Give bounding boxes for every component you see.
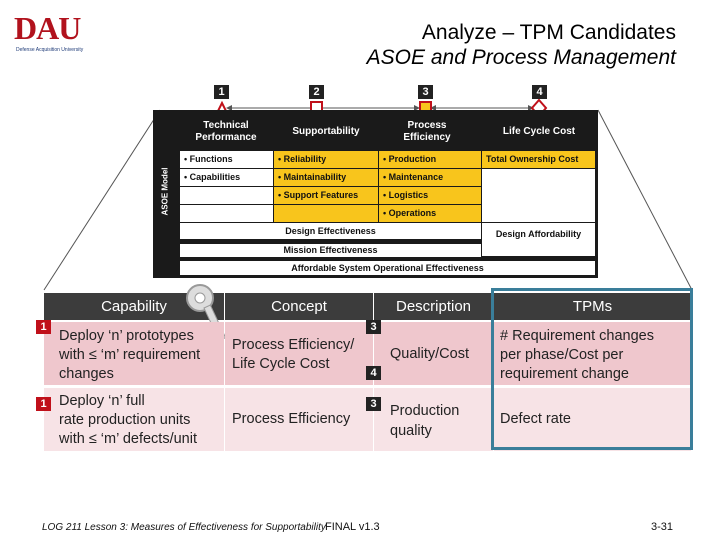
page-number: 3-31 xyxy=(651,521,674,533)
cell-maintenance: • Maintenance xyxy=(379,169,481,186)
cell-support-features: • Support Features xyxy=(274,187,378,204)
capability-line: with ≤ ‘m’ defects/unit xyxy=(59,431,197,447)
asoe-model-text: ASOE Model xyxy=(160,167,170,216)
tpms-text: Defect rate xyxy=(500,411,571,427)
table-cell xyxy=(225,322,373,385)
tpms-text: # Requirement changes per phase/Cost per… xyxy=(500,327,654,384)
cell-blank xyxy=(274,205,378,222)
table-row xyxy=(44,322,224,385)
row-marker: 1 xyxy=(36,397,51,411)
capability-text: Deploy ‘n’ full rate production units wi… xyxy=(59,392,197,449)
footer-status: FINAL v1.3 xyxy=(325,521,380,533)
cell-functions: • Functions xyxy=(180,151,273,168)
concept-marker-3: 3 xyxy=(366,397,381,411)
capability-line: changes xyxy=(59,366,114,382)
asoe-model-label: ASOE Model xyxy=(156,160,174,230)
design-affordability-bar: Design Affordability xyxy=(482,223,595,256)
capability-line: with ≤ ‘m’ requirement xyxy=(59,347,201,363)
table-cell xyxy=(494,388,691,451)
concept-text: Process Efficiency xyxy=(232,411,351,427)
cell-blank xyxy=(180,187,273,204)
tpms-highlight-box xyxy=(491,288,693,450)
footer-course: LOG 211 Lesson 3: Measures of Effectiven… xyxy=(42,522,326,533)
description-text: Quality/Cost xyxy=(390,346,469,362)
table-cell xyxy=(374,388,493,451)
cell-logistics: • Logistics xyxy=(379,187,481,204)
cell-production: • Production xyxy=(379,151,481,168)
title-line-1: Analyze – TPM Candidates xyxy=(421,21,676,44)
header-tpms: TPMs xyxy=(494,293,691,320)
header-process-efficiency: Process Efficiency xyxy=(403,120,451,143)
cell-operations: • Operations xyxy=(379,205,481,222)
marker-4: 4 xyxy=(532,85,547,99)
concept-line: Process Efficiency/ xyxy=(232,337,355,353)
capability-text: Deploy ‘n’ prototypes with ≤ ‘m’ require… xyxy=(59,327,200,384)
cell-reliability: • Reliability xyxy=(274,151,378,168)
logo-subtitle: Defense Acquisition University xyxy=(16,47,84,53)
title-line-2: ASOE and Process Management xyxy=(366,46,676,69)
mission-effectiveness-bar: Mission Effectiveness xyxy=(180,244,481,257)
concept-marker-4: 4 xyxy=(366,366,381,380)
row-marker: 1 xyxy=(36,320,51,334)
concept-text: Process Efficiency/ Life Cycle Cost xyxy=(232,336,354,374)
asoe-diagram: Technical Performance Supportability Pro… xyxy=(153,110,598,278)
header-life-cycle-cost: Life Cycle Cost xyxy=(502,126,576,137)
marker-1: 1 xyxy=(214,85,229,99)
cell-blank xyxy=(180,205,273,222)
marker-3: 3 xyxy=(418,85,433,99)
table-cell xyxy=(225,388,373,451)
cell-maintainability: • Maintainability xyxy=(274,169,378,186)
header-concept: Concept xyxy=(225,293,373,320)
capability-line: Deploy ‘n’ prototypes xyxy=(59,328,194,344)
dau-logo: DAU Defense Acquisition University xyxy=(14,10,114,53)
cell-blank xyxy=(482,169,595,222)
table-cell xyxy=(494,322,691,385)
capability-line: Deploy ‘n’ full xyxy=(59,393,145,409)
logo-word: DAU xyxy=(14,10,81,46)
capability-line: rate production units xyxy=(59,412,191,428)
tpm-line: requirement change xyxy=(500,366,629,382)
tpm-line: # Requirement changes xyxy=(500,328,654,344)
slide-title: Analyze – TPM Candidates ASOE and Proces… xyxy=(367,20,676,70)
cell-capabilities: • Capabilities xyxy=(180,169,273,186)
table-row xyxy=(44,388,224,451)
tpm-line: per phase/Cost per xyxy=(500,347,624,363)
affordable-system-bar: Affordable System Operational Effectiven… xyxy=(180,261,595,275)
table-cell xyxy=(374,322,493,385)
header-description: Description xyxy=(374,293,493,320)
concept-marker-3: 3 xyxy=(366,320,381,334)
marker-2: 2 xyxy=(309,85,324,99)
header-supportability: Supportability xyxy=(292,126,360,137)
description-text: Production quality xyxy=(390,403,460,439)
cell-total-ownership-cost: Total Ownership Cost xyxy=(482,151,595,168)
design-effectiveness-bar: Design Effectiveness xyxy=(180,223,481,239)
header-technical-performance: Technical Performance xyxy=(195,120,257,143)
concept-line: Life Cycle Cost xyxy=(232,356,330,372)
